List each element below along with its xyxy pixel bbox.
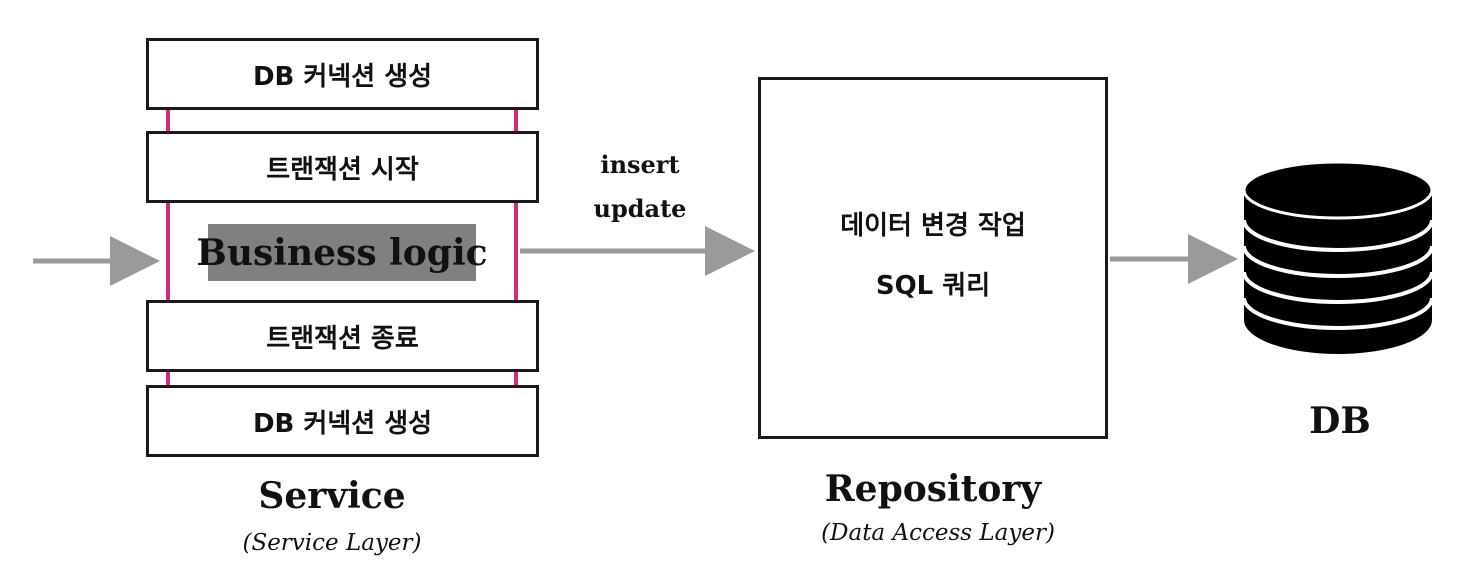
arrow-label-update: update <box>593 194 687 223</box>
repository-line-data-change: 데이터 변경 작업 <box>840 211 1026 241</box>
repository-subtitle: (Data Access Layer) <box>821 520 1055 546</box>
db-label: DB <box>1309 400 1371 442</box>
service-step-open-connection: DB 커넥션 생성 <box>146 38 539 110</box>
business-logic-label: Business logic <box>196 224 488 281</box>
service-title: Service <box>258 475 406 517</box>
service-step-begin-transaction: 트랜잭션 시작 <box>146 131 539 203</box>
transaction-line-left <box>166 108 170 386</box>
repository-line-sql-query: SQL 쿼리 <box>875 271 991 301</box>
service-subtitle: (Service Layer) <box>242 530 422 556</box>
database-cylinder-icon <box>1242 160 1434 354</box>
service-step-end-transaction: 트랜잭션 종료 <box>146 300 539 372</box>
arrow-label-insert: insert <box>600 150 680 179</box>
transaction-line-right <box>514 108 518 386</box>
repository-title: Repository <box>824 468 1042 510</box>
repository-box: 데이터 변경 작업 SQL 쿼리 <box>758 77 1108 439</box>
service-step-close-connection: DB 커넥션 생성 <box>146 385 539 457</box>
